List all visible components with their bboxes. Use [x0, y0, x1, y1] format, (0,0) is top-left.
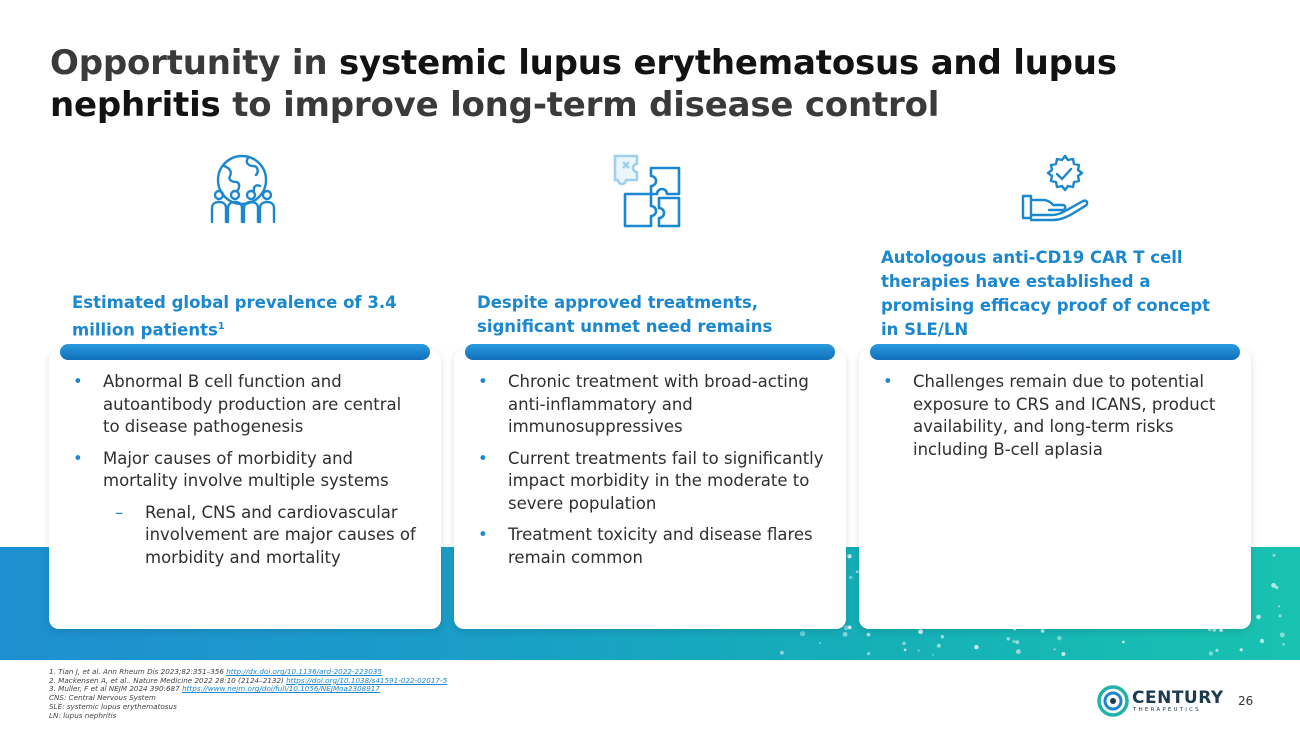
footnote-link[interactable]: https://www.nejm.org/doi/full/10.1056/NE…	[182, 684, 380, 694]
card-header-bar	[465, 344, 835, 360]
decorative-dot	[1271, 583, 1276, 588]
decorative-dot	[1256, 614, 1261, 620]
decorative-dot	[1016, 649, 1021, 655]
decorative-dot	[1259, 638, 1265, 644]
card-unmet-need: •Chronic treatment with broad-acting ant…	[454, 350, 846, 629]
bullet-item: •Treatment toxicity and disease flares r…	[478, 525, 813, 567]
page-title: Opportunity in systemic lupus erythemato…	[50, 43, 1117, 125]
decorative-dot	[1053, 648, 1056, 651]
decorative-dot	[819, 642, 822, 645]
decorative-dot	[1122, 640, 1125, 644]
decorative-dot	[842, 631, 848, 637]
footnote-link[interactable]: https://doi.org/10.1038/s41591-022-02017…	[286, 675, 448, 685]
decorative-dot	[843, 625, 849, 631]
logo-tagline: THERAPEUTICS	[1133, 707, 1201, 713]
card-header-bar	[60, 344, 430, 360]
decorative-dot	[1278, 614, 1282, 618]
decorative-dot	[1239, 648, 1243, 652]
decorative-dot	[866, 632, 871, 637]
decorative-dot	[1279, 632, 1285, 638]
footnote: 2. Mackensen A, et al.. Nature Medicine …	[49, 675, 448, 685]
decorative-dot	[903, 648, 907, 652]
decorative-dot	[847, 625, 852, 630]
decorative-dot	[799, 631, 806, 637]
globe-people-icon	[202, 150, 282, 230]
decorative-dot	[932, 653, 935, 656]
decorative-dot	[855, 570, 859, 574]
bullet-item: •Current treatments fail to significantl…	[478, 448, 824, 513]
decorative-dot	[940, 635, 945, 639]
decorative-dot	[1277, 605, 1280, 608]
decorative-dot	[918, 629, 923, 635]
footnote: SLE: systemic lupus erythematosus	[49, 701, 177, 711]
footnote-link[interactable]: http://dx.doi.org/10.1136/ard-2022-22303…	[226, 667, 382, 676]
footnotes: 1. Tian J, et al. Ann Rheum Dis 2023;82:…	[49, 667, 749, 720]
decorative-dot	[1040, 629, 1045, 633]
decorative-dot	[1282, 642, 1285, 646]
decorative-dot	[1219, 628, 1223, 632]
logo-wordmark: CENTURY	[1132, 688, 1224, 708]
decorative-dot	[1275, 585, 1279, 590]
bullet-item: •Chronic treatment with broad-acting ant…	[478, 372, 809, 436]
col3-heading: Autologous anti-CD19 CAR T cell therapie…	[881, 248, 1211, 339]
footnote: 3. Muller, F et al NEJM 2024 390:687 htt…	[49, 684, 380, 694]
col2-heading: Despite approved treatments, significant…	[477, 293, 773, 336]
decorative-dot	[917, 649, 920, 652]
footnote: CNS: Central Nervous System	[49, 693, 156, 703]
bullet-item: •Major causes of morbidity and mortality…	[73, 448, 389, 491]
decorative-dot	[974, 645, 979, 650]
decorative-dot	[1006, 637, 1010, 641]
puzzle-icon	[607, 150, 687, 230]
decorative-dot	[779, 650, 784, 655]
col1-heading: Estimated global prevalence of 3.4 milli…	[72, 293, 397, 340]
decorative-dot	[849, 575, 853, 580]
decorative-dot	[847, 554, 852, 559]
decorative-dot	[1015, 640, 1020, 645]
hand-gear-check-icon	[1017, 150, 1097, 230]
decorative-dot	[1057, 635, 1062, 641]
decorative-dot	[1012, 639, 1016, 644]
page-number: 26	[1238, 694, 1254, 708]
decorative-dot	[1272, 553, 1276, 557]
century-logo-icon	[1097, 685, 1129, 717]
decorative-dot	[902, 641, 906, 646]
decorative-dot	[1061, 652, 1066, 656]
decorative-dot	[866, 651, 871, 656]
card-car-t: •Challenges remain due to potential expo…	[859, 350, 1251, 629]
decorative-dot	[1208, 651, 1214, 656]
decorative-dot	[936, 643, 941, 648]
bullet-item: •Challenges remain due to potential expo…	[883, 372, 1216, 459]
footnote: LN: lupus nephritis	[49, 710, 117, 720]
footnote: 1. Tian J, et al. Ann Rheum Dis 2023;82:…	[49, 667, 382, 676]
sub-bullet-item: –Renal, CNS and cardiovascular involveme…	[115, 502, 416, 567]
bullet-item: •Abnormal B cell function and autoantibo…	[73, 372, 402, 436]
decorative-dot	[1215, 648, 1219, 652]
card-header-bar	[870, 344, 1240, 360]
card-prevalence: •Abnormal B cell function and autoantibo…	[49, 350, 441, 629]
